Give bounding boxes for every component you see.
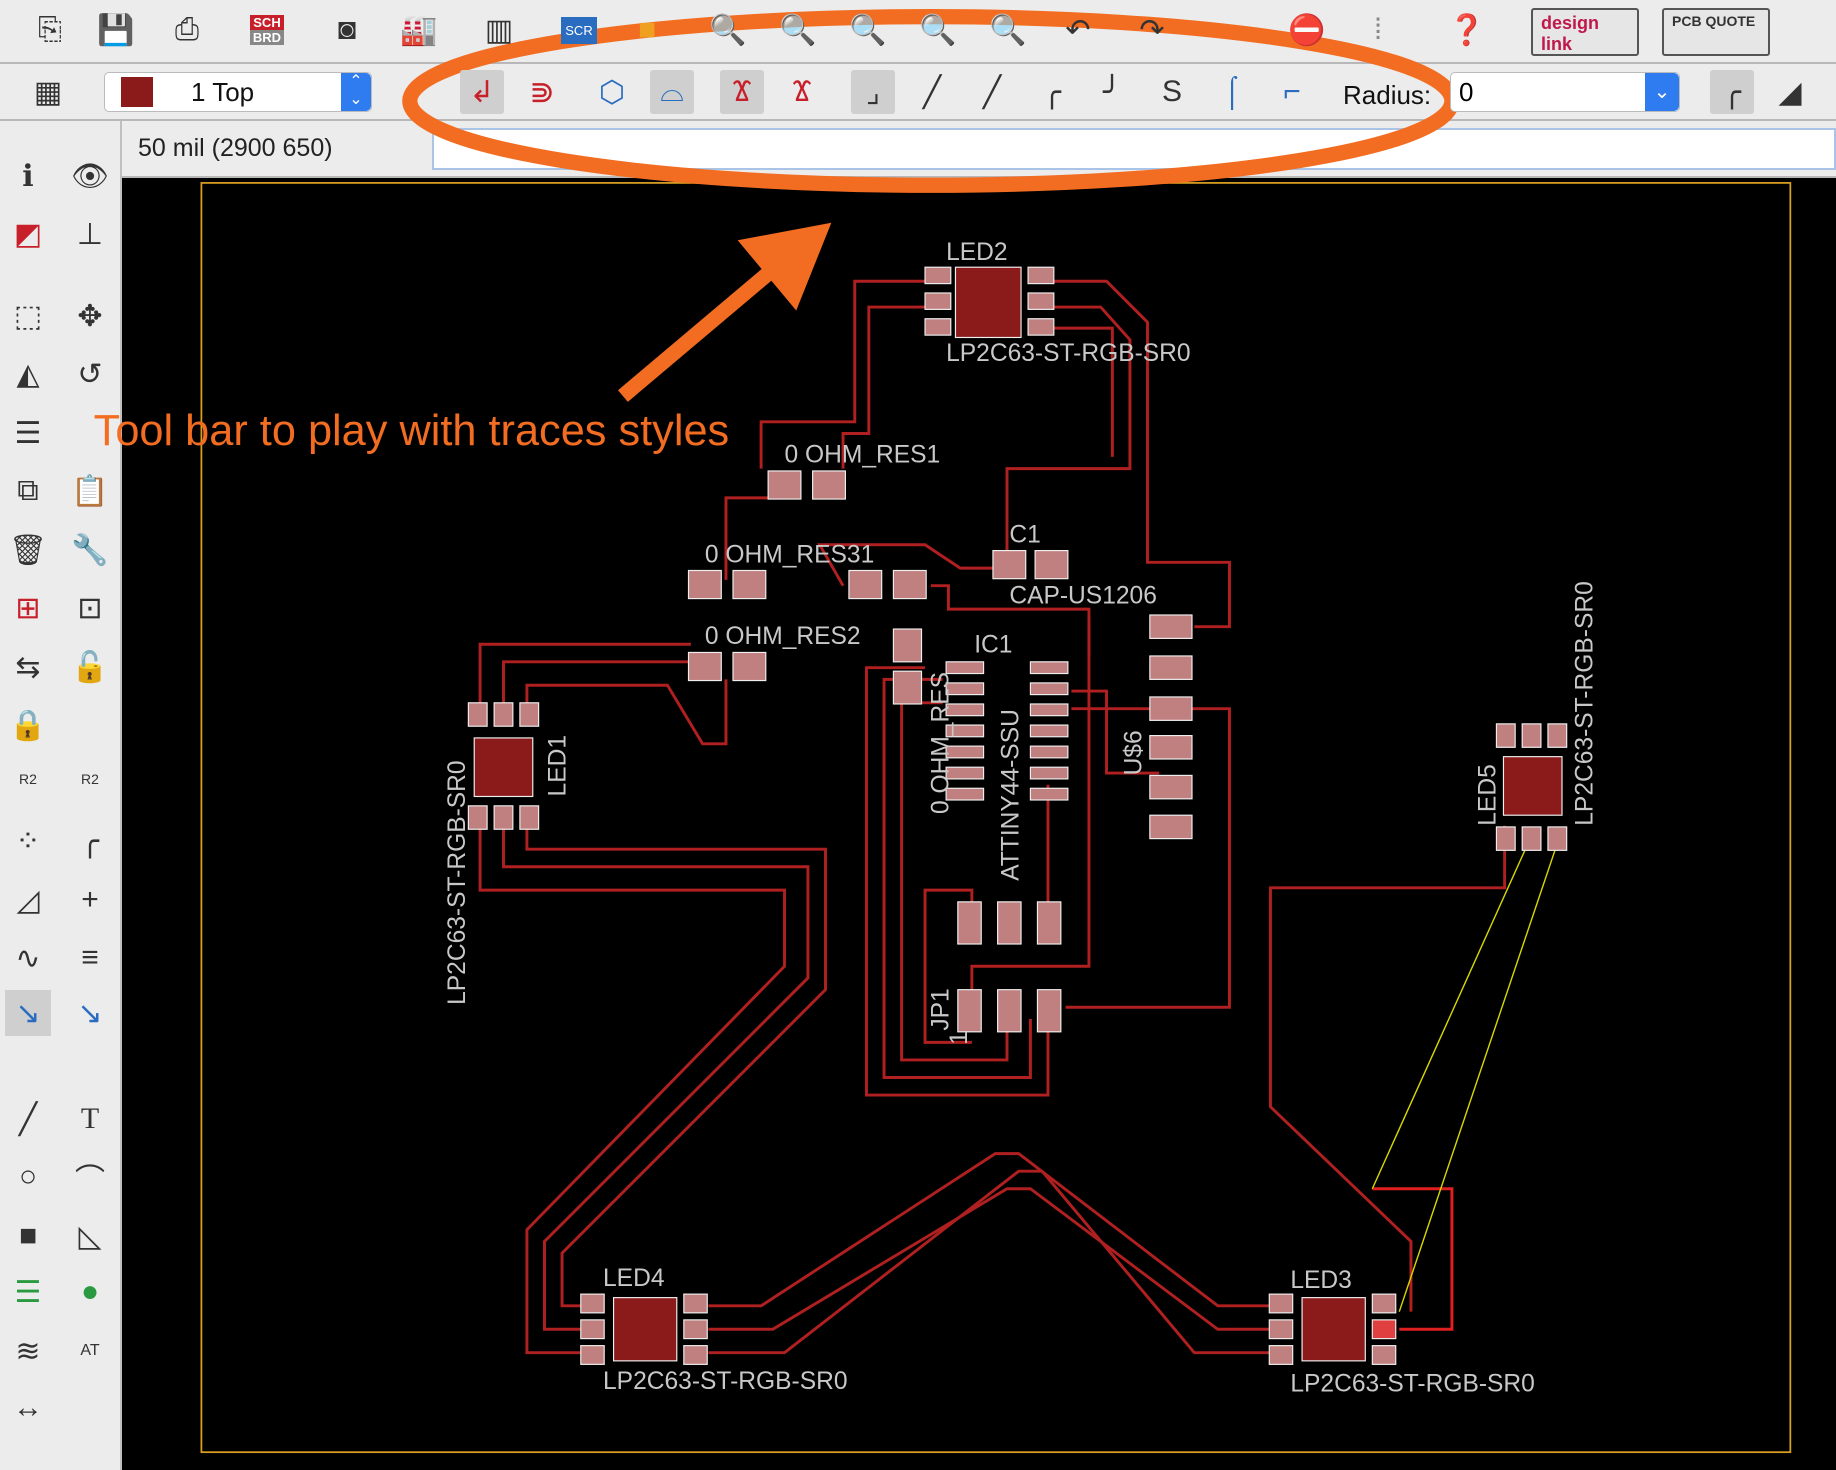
align-icon[interactable]: ☰: [14, 416, 42, 450]
help-icon[interactable]: ❓: [1448, 13, 1486, 47]
attribute-icon[interactable]: AT: [80, 1342, 100, 1359]
hole-icon[interactable]: ≋: [15, 1334, 41, 1368]
arc-icon[interactable]: ⌒: [75, 1164, 105, 1197]
ulp-icon[interactable]: ■: [637, 13, 657, 46]
radius-label: Radius:: [1343, 80, 1432, 110]
polygon-icon[interactable]: ◺: [78, 1219, 102, 1253]
signal-icon[interactable]: ●: [80, 1275, 100, 1308]
rotate-icon[interactable]: ↺: [77, 357, 103, 391]
rectangle-icon[interactable]: ■: [18, 1219, 38, 1252]
mark-icon[interactable]: ⊥: [76, 217, 104, 251]
manufacturing-icon[interactable]: 🏭: [400, 13, 438, 47]
radius-input[interactable]: 0⌄: [1450, 72, 1680, 112]
bend-arc-start-icon[interactable]: ╭: [1042, 75, 1062, 109]
bend-straight-icon[interactable]: ╱: [982, 75, 1002, 109]
paste-icon[interactable]: 📋: [71, 474, 109, 508]
wire-walkaround-icon[interactable]: ⋑: [529, 75, 555, 109]
group-icon[interactable]: ⬚: [13, 299, 43, 333]
bend-arc-end-icon[interactable]: ╯: [1102, 75, 1122, 109]
mirror-icon[interactable]: ◭: [16, 357, 40, 391]
board-canvas[interactable]: [122, 178, 1836, 1470]
copy-icon[interactable]: ⧉: [17, 474, 39, 507]
dangling-on-icon[interactable]: Ϫ: [720, 70, 764, 114]
loop-remove-icon[interactable]: ⬡: [598, 75, 626, 109]
zoom-area-icon[interactable]: 🔍: [989, 13, 1027, 47]
go-icon[interactable]: ⁞: [1373, 13, 1383, 46]
octagonal-corner-icon[interactable]: ◢: [1778, 75, 1802, 109]
undo-icon[interactable]: ↶: [1065, 13, 1091, 47]
optimize-icon[interactable]: +: [81, 883, 99, 916]
layer-color-swatch: [121, 77, 153, 107]
stop-icon[interactable]: ⛔: [1288, 13, 1326, 47]
library-icon[interactable]: ▥: [484, 13, 514, 47]
cam-icon[interactable]: ◙: [337, 13, 357, 46]
design-link-button[interactable]: design link: [1531, 8, 1639, 56]
bend-free-arc-icon[interactable]: S: [1161, 75, 1182, 108]
zoom-select-icon[interactable]: 🔍: [919, 13, 957, 47]
left-toolbar: ℹ 👁 ◩ ⊥ ⬚ ✥ ◭ ↺ ☰ ⧉ 📋 🗑 🔧 ⊞ ⊡ ⇆ 🔓 🔒 R2 R…: [0, 121, 122, 1470]
add-icon[interactable]: ⊞: [15, 591, 41, 625]
line-icon[interactable]: ╱: [18, 1102, 38, 1136]
grid-icon[interactable]: ▦: [33, 75, 63, 109]
layer-stepper-icon[interactable]: ⌃⌄: [341, 73, 371, 111]
display-layers-icon[interactable]: ◩: [13, 217, 43, 251]
via-icon[interactable]: ☰: [14, 1275, 42, 1309]
delete-icon[interactable]: 🗑: [8, 533, 48, 567]
bend-curve-icon[interactable]: ⌠: [1222, 75, 1242, 108]
replace-icon[interactable]: ⊡: [77, 591, 103, 625]
value-icon[interactable]: R2: [81, 771, 99, 787]
bend-90-icon[interactable]: ⌟: [851, 70, 895, 114]
show-icon[interactable]: 👁: [70, 159, 110, 193]
route-multiple-icon[interactable]: ≡: [81, 941, 99, 974]
dimension-icon[interactable]: ↔: [13, 1391, 43, 1424]
route-icon[interactable]: ↘: [5, 990, 51, 1036]
bend-curve-90-icon[interactable]: ⌐: [1283, 75, 1301, 108]
lock-rotate-icon[interactable]: 🔓: [71, 650, 109, 684]
ripup-icon[interactable]: ↘: [77, 996, 103, 1030]
radius-value: 0: [1459, 77, 1474, 107]
zoom-out-icon[interactable]: 🔍: [849, 13, 887, 47]
split-icon[interactable]: ◿: [16, 883, 40, 917]
bend-45-icon[interactable]: ╱: [922, 75, 942, 109]
miter-icon[interactable]: ╭: [80, 824, 100, 858]
change-icon[interactable]: 🔧: [71, 533, 109, 567]
layer-select[interactable]: 1 Top ⌃⌄: [104, 72, 372, 112]
save-icon[interactable]: 💾: [97, 13, 135, 47]
zoom-fit-icon[interactable]: 🔍: [709, 13, 747, 47]
zoom-in-icon[interactable]: 🔍: [779, 13, 817, 47]
meander-icon[interactable]: ∿: [15, 941, 41, 975]
info-icon[interactable]: ℹ: [22, 159, 34, 193]
chevron-down-icon[interactable]: ⌄: [1645, 73, 1679, 111]
open-icon[interactable]: ⎘: [38, 13, 62, 46]
loop-remove-off-icon[interactable]: ⌓: [650, 70, 694, 114]
lock-icon[interactable]: 🔒: [9, 708, 47, 742]
circle-icon[interactable]: ○: [18, 1160, 38, 1193]
name-icon[interactable]: R2: [19, 771, 37, 787]
scr-icon[interactable]: SCR: [557, 8, 601, 52]
command-line-input[interactable]: [432, 128, 1836, 170]
status-bar: 50 mil (2900 650): [0, 121, 1836, 178]
smash-icon[interactable]: ⁘: [15, 824, 41, 858]
print-icon[interactable]: ⎙: [175, 13, 199, 46]
text-icon[interactable]: T: [80, 1102, 100, 1135]
swap-icon[interactable]: ⇆: [15, 650, 41, 684]
dangling-off-icon[interactable]: Ϫ: [792, 75, 812, 108]
round-corner-icon[interactable]: ╭: [1710, 70, 1754, 114]
move-icon[interactable]: ✥: [77, 299, 103, 333]
pcb-quote-button[interactable]: PCB QUOTE: [1662, 8, 1770, 56]
wire-bend-follow-me-icon[interactable]: ↲: [460, 70, 504, 114]
parameter-toolbar: ▦ 1 Top ⌃⌄ ↲ ⋑ ⬡ ⌓ Ϫ Ϫ ⌟ ╱ ╱ ╭ ╯ S ⌠ ⌐ R…: [0, 64, 1836, 121]
redo-icon[interactable]: ↷: [1139, 13, 1165, 47]
coordinate-display: 50 mil (2900 650): [138, 134, 333, 162]
